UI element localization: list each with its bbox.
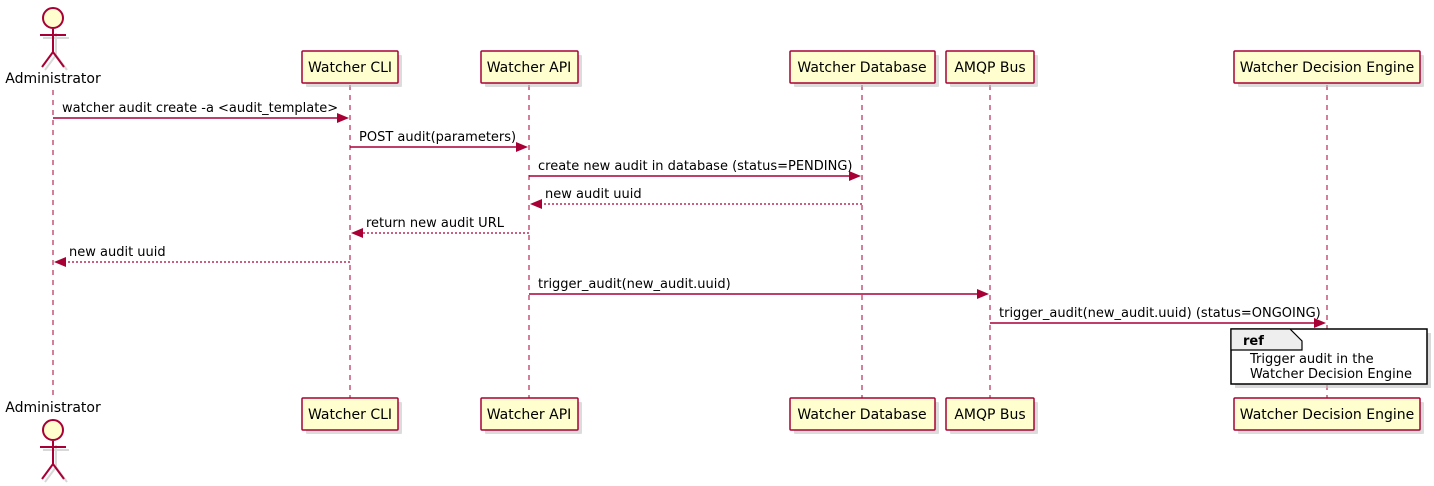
participant-box-amqp-bus-bottom[interactable]: AMQP Bus — [945, 397, 1038, 434]
participant-box-amqp-bus-top[interactable]: AMQP Bus — [945, 50, 1038, 87]
participant-box-watcher-api-top[interactable]: Watcher API — [480, 50, 582, 87]
participant-box-watcher-cli-bottom[interactable]: Watcher CLI — [301, 397, 402, 434]
message-5-label: return new audit URL — [366, 216, 505, 231]
box-rect — [301, 50, 399, 84]
participant-label-watcher-cli-bottom: Watcher CLI — [308, 407, 392, 423]
participant-box-watcher-api-bottom[interactable]: Watcher API — [480, 397, 582, 434]
participant-box-watcher-database-bottom[interactable]: Watcher Database — [789, 397, 939, 434]
actor-administrator-bottom[interactable]: Administrator — [5, 400, 101, 483]
message-4-arrowhead — [530, 199, 542, 209]
message-7-label: trigger_audit(new_audit.uuid) — [538, 277, 731, 292]
participant-label-watcher-api-top: Watcher API — [487, 60, 572, 76]
message-8-arrowhead — [1314, 318, 1326, 328]
actor-shadow-top — [43, 33, 69, 71]
participant-label-watcher-api-bottom: Watcher API — [487, 407, 572, 423]
participant-label-amqp-bus-top: AMQP Bus — [954, 60, 1025, 76]
participant-label-watcher-cli-top: Watcher CLI — [308, 60, 392, 76]
box-rect — [301, 397, 399, 431]
participant-box-watcher-decision-engine-top[interactable]: Watcher Decision Engine — [1233, 50, 1424, 87]
participant-label-watcher-database-bottom: Watcher Database — [797, 407, 926, 423]
message-6-arrowhead — [54, 257, 66, 267]
box-rect — [945, 50, 1035, 84]
actor-label-administrator-bottom: Administrator — [5, 400, 101, 416]
actor-administrator-top[interactable]: Administrator — [5, 7, 101, 87]
message-4[interactable]: new audit uuid — [530, 187, 862, 209]
message-1-label: watcher audit create -a <audit_template> — [62, 101, 338, 116]
message-3-label: create new audit in database (status=PEN… — [538, 159, 853, 174]
message-1[interactable]: watcher audit create -a <audit_template> — [53, 101, 349, 123]
actor-body-icon — [40, 29, 66, 68]
message-3-arrowhead — [849, 171, 861, 181]
actor-body-icon — [40, 441, 66, 480]
participant-label-watcher-database-top: Watcher Database — [797, 60, 926, 76]
message-3[interactable]: create new audit in database (status=PEN… — [529, 159, 861, 181]
ref-tab-shape — [1230, 328, 1303, 351]
actor-label-administrator-top: Administrator — [5, 71, 101, 87]
message-1-arrowhead — [337, 113, 349, 123]
participant-label-watcher-decision-engine-top: Watcher Decision Engine — [1240, 60, 1414, 76]
participant-box-watcher-cli-top[interactable]: Watcher CLI — [301, 50, 402, 87]
box-rect — [1233, 397, 1421, 431]
message-2[interactable]: POST audit(parameters) — [350, 130, 528, 152]
message-4-label: new audit uuid — [545, 187, 642, 202]
actor-shadow-bottom — [43, 445, 69, 483]
actor-head-icon — [42, 419, 64, 441]
ref-fragment[interactable]: ref Trigger audit in the Watcher Decisio… — [1230, 328, 1431, 388]
participant-box-watcher-database-top[interactable]: Watcher Database — [789, 50, 939, 87]
participant-label-watcher-decision-engine-bottom: Watcher Decision Engine — [1240, 407, 1414, 423]
ref-body-line-2: Watcher Decision Engine — [1250, 367, 1412, 382]
box-rect — [1233, 50, 1421, 84]
box-rect — [789, 397, 936, 431]
participant-label-amqp-bus-bottom: AMQP Bus — [954, 407, 1025, 423]
message-7-arrowhead — [977, 289, 989, 299]
message-5[interactable]: return new audit URL — [351, 216, 529, 238]
lifelines-group — [52, 85, 1328, 398]
message-2-arrowhead — [516, 142, 528, 152]
message-6-label: new audit uuid — [69, 245, 166, 260]
box-rect — [480, 397, 579, 431]
message-2-label: POST audit(parameters) — [359, 130, 516, 145]
actor-head-icon — [42, 7, 64, 29]
box-rect — [789, 50, 936, 84]
message-6[interactable]: new audit uuid — [54, 245, 350, 267]
message-8[interactable]: trigger_audit(new_audit.uuid) (status=ON… — [990, 306, 1326, 328]
box-rect — [480, 50, 579, 84]
participant-box-watcher-decision-engine-bottom[interactable]: Watcher Decision Engine — [1233, 397, 1424, 434]
ref-tab-label: ref — [1243, 334, 1264, 349]
message-5-arrowhead — [351, 228, 363, 238]
message-8-label: trigger_audit(new_audit.uuid) (status=ON… — [999, 306, 1321, 321]
message-7[interactable]: trigger_audit(new_audit.uuid) — [529, 277, 989, 299]
ref-body-line-1: Trigger audit in the — [1249, 352, 1374, 367]
box-rect — [945, 397, 1035, 431]
